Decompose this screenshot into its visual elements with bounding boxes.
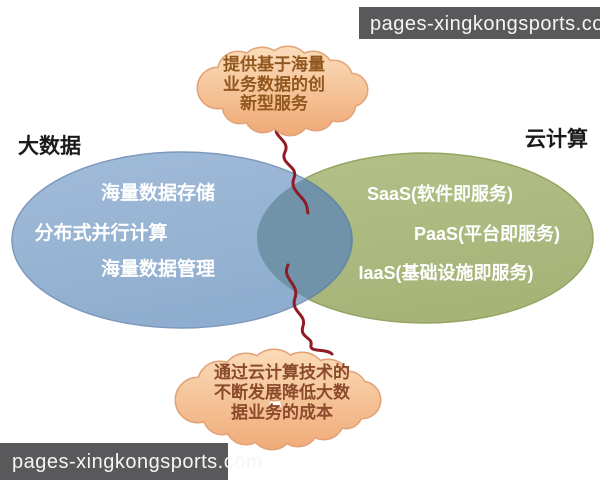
watermark-bottom: pages-xingkongsports.com: [0, 443, 263, 480]
top-callout-line: 提供基于海量: [223, 54, 325, 74]
big-data-item: 海量数据管理: [101, 257, 215, 280]
bottom-connector-squiggle: [285, 263, 334, 356]
watermark-top: pages-xingkongsports.com: [359, 7, 600, 39]
watermark-top-text: pages-xingkongsports.com: [370, 13, 600, 35]
cloud-computing-item-saas: SaaS(软件即服务): [367, 183, 513, 204]
watermark-bottom-bg: [0, 443, 228, 480]
watermark-bottom-text: pages-xingkongsports.com: [12, 451, 263, 473]
cloud-computing-item-paas: PaaS(平台即服务): [414, 223, 560, 244]
bottom-callout-line: 不断发展降低大数: [214, 382, 351, 402]
top-callout-cloud: 提供基于海量 业务数据的创 新型服务: [196, 45, 369, 137]
top-connector-squiggle: [274, 124, 310, 215]
big-data-item: 海量数据存储: [101, 181, 215, 204]
big-data-title: 大数据: [18, 135, 81, 158]
top-callout-line: 业务数据的创: [223, 74, 325, 94]
cloud-computing-title: 云计算: [525, 127, 588, 151]
top-callout-line: 新型服务: [240, 93, 309, 113]
cloud-computing-item-iaas: IaaS(基础设施即服务): [358, 262, 533, 283]
bottom-callout-line: 据业务的成本: [231, 402, 333, 422]
bottom-callout-line: 通过云计算技术的: [214, 362, 350, 382]
big-data-item: 分布式并行计算: [34, 221, 167, 244]
bottom-callout-cloud: 通过云计算技术的 不断发展降低大数 据业务的成本: [174, 348, 382, 451]
watermark-top-bg: [359, 7, 600, 39]
